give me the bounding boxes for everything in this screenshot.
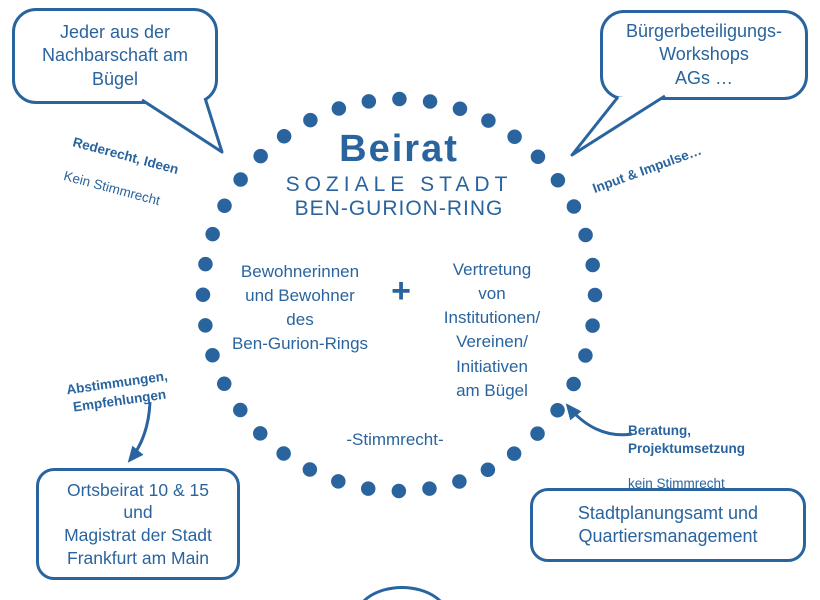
- ring-subtitle-2: BEN-GURION-RING: [294, 197, 504, 220]
- annotation-rederecht-regular: Kein Stimmrecht: [62, 168, 162, 209]
- bubble-neighborhood: Jeder aus der Nachbarschaft am Bügel: [12, 8, 218, 104]
- box-stadtplanungsamt: Stadtplanungsamt und Quartiersmanagement: [530, 488, 806, 562]
- plus-sign: +: [391, 272, 411, 310]
- bubble-workshops: Bürgerbeteiligungs- Workshops AGs …: [600, 10, 808, 100]
- box-ortsbeirat: Ortsbeirat 10 & 15 und Magistrat der Sta…: [36, 468, 240, 580]
- annotation-beratung-regular: kein Stimmrecht: [628, 476, 725, 492]
- ring-title: Beirat: [339, 128, 459, 170]
- arrow-from-stadtplanungsamt: [565, 403, 633, 437]
- bubble-neighborhood-text: Jeder aus der Nachbarschaft am Bügel: [41, 21, 189, 89]
- annotation-beratung-bold: Beratung, Projektumsetzung: [628, 422, 746, 456]
- bubble-workshops-text: Bürgerbeteiligungs- Workshops AGs …: [625, 20, 783, 88]
- box-stadtplanungsamt-text: Stadtplanungsamt und Quartiersmanagement: [577, 502, 759, 546]
- annotation-rederecht-bold: Rederecht, Ideen: [71, 134, 181, 177]
- voting-right-note: -Stimmrecht-: [346, 430, 444, 449]
- annotation-abstimmungen: Abstimmungen, Empfehlungen: [46, 347, 191, 436]
- institutions-text: Vertretung von Institutionen/ Vereinen/ …: [443, 260, 541, 400]
- annotation-beratung: Beratung, Projektumsetzung kein Stimmrec…: [628, 404, 745, 511]
- annotation-abstimmungen-bold: Abstimmungen, Empfehlungen: [65, 368, 169, 415]
- residents-text: Bewohnerinnen und Bewohner des Ben-Gurio…: [231, 262, 369, 354]
- partial-bubble-bottom: [354, 586, 450, 600]
- ring-subtitle-1: SOZIALE STADT: [285, 173, 513, 196]
- box-ortsbeirat-text: Ortsbeirat 10 & 15 und Magistrat der Sta…: [64, 479, 212, 568]
